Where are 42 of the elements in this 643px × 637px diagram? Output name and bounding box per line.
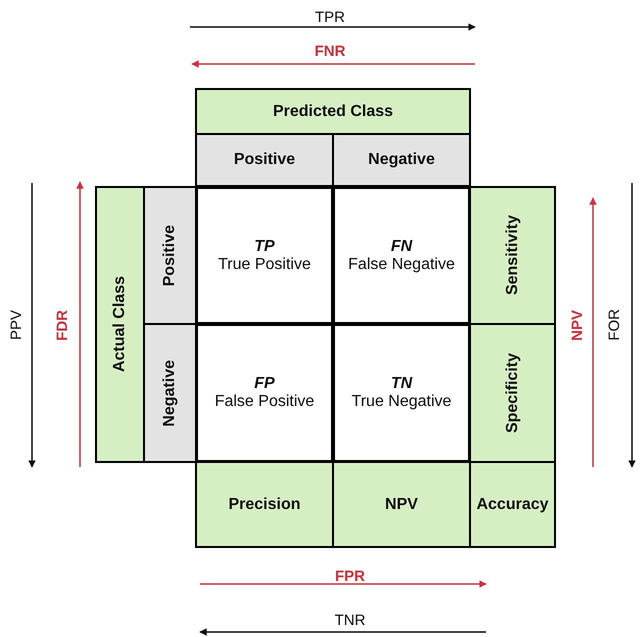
- header-label: Positive: [234, 151, 296, 169]
- metric-label: NPV: [568, 310, 586, 340]
- cell-label: False Positive: [214, 393, 314, 411]
- cell-label: True Positive: [218, 256, 311, 274]
- header-cell: [143, 186, 197, 325]
- header-label: Precision: [228, 496, 301, 514]
- header-label: Negative: [161, 360, 179, 426]
- cell-label: True Negative: [352, 393, 452, 411]
- cell-abbreviation: TP: [254, 238, 275, 256]
- metric-label: FNR: [314, 42, 346, 60]
- metric-label: PPV: [8, 310, 24, 340]
- header-cell: [143, 323, 197, 463]
- header-cell: [195, 88, 471, 135]
- header-cell: [195, 461, 334, 548]
- header-label: Sensitivity: [504, 215, 522, 296]
- header-cell: [332, 133, 471, 187]
- header-label: Positive: [161, 224, 179, 286]
- cell-abbreviation: FN: [390, 238, 412, 256]
- metric-label: FOR: [606, 309, 622, 341]
- metric-label: FDR: [54, 310, 70, 340]
- header-label: Accuracy: [476, 496, 549, 514]
- header-label: Actual Class: [111, 276, 129, 373]
- header-cell: [195, 133, 334, 187]
- header-cell: [469, 186, 556, 325]
- cell-abbreviation: TN: [390, 375, 412, 393]
- matrix-cell: [332, 186, 471, 325]
- header-cell: [95, 186, 145, 463]
- metric-label: TNR: [334, 612, 366, 628]
- cell-abbreviation: FP: [254, 375, 275, 393]
- header-cell: [469, 323, 556, 463]
- metric-label: TPR: [315, 8, 345, 26]
- header-label: Predicted Class: [272, 102, 394, 120]
- header-label: NPV: [385, 496, 418, 514]
- matrix-cell: [195, 323, 334, 463]
- metric-label: FPR: [335, 568, 365, 584]
- matrix-cell: [332, 323, 471, 463]
- header-cell: [332, 461, 471, 548]
- header-label: Specificity: [504, 352, 522, 434]
- header-label: Negative: [368, 151, 435, 169]
- header-cell: [469, 461, 556, 548]
- matrix-cell: [195, 186, 334, 325]
- cell-label: False Negative: [348, 256, 455, 274]
